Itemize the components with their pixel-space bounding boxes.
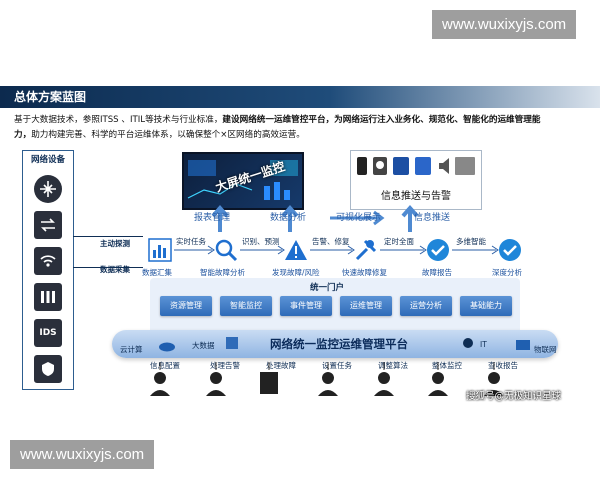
visual-display-label: 可视化展示 [336, 213, 382, 223]
flow-arrows [174, 245, 499, 255]
title-bar [0, 86, 600, 108]
module-base: 基础能力 [460, 296, 512, 316]
iot-icon [516, 340, 530, 350]
edge-realtime: 实时任务 [176, 237, 206, 246]
magnifier-icon [215, 239, 238, 262]
module-analysis: 运营分析 [400, 296, 452, 316]
node-fault-analysis: 智能故障分析 [200, 268, 245, 277]
network-devices-title: 网络设备 [30, 155, 65, 165]
router-icon [34, 175, 62, 203]
bigdata-label: 大数据 [192, 341, 215, 350]
role-algo: 调整算法 [378, 361, 408, 370]
portal-label: 统一门户 [310, 283, 345, 293]
wifi-icon [34, 247, 62, 275]
report-mgmt-label: 报表管理 [194, 213, 231, 223]
iot-label: 物联网 [534, 345, 557, 354]
node-quick-repair: 快速故障修复 [342, 268, 387, 277]
bigdata-icon [226, 337, 238, 349]
role-config: 信息配置 [150, 361, 180, 370]
platform-title: 网络统一监控运维管理平台 [270, 337, 408, 351]
module-ops: 运维管理 [340, 296, 392, 316]
panel-connector [73, 236, 143, 268]
cloud-label: 云计算 [120, 345, 143, 354]
server-rack-icon [34, 283, 62, 311]
cloud-icon [159, 342, 175, 352]
node-find-risk: 发现故障/风险 [272, 268, 320, 277]
top-arrows [211, 204, 419, 232]
edge-multidim: 多维智能 [456, 237, 486, 246]
data-collection-label: 数据采集 [100, 265, 130, 274]
role-report: 查收报告 [488, 361, 518, 370]
watermark-top: www.wuxixyjs.com [432, 10, 577, 39]
network-devices-panel: 网络设备 IDS [22, 150, 74, 390]
ids-text: IDS [39, 328, 57, 338]
active-probe-label: 主动探测 [100, 239, 130, 248]
firewall-icon [34, 355, 62, 383]
edge-alarm: 告警、修复 [312, 237, 350, 246]
edge-identify: 识别、预测 [242, 237, 280, 246]
role-task: 设置任务 [322, 361, 352, 370]
intro-p3-bold: 力， [14, 130, 32, 140]
module-event: 事件管理 [280, 296, 332, 316]
intro-p2-bold: 为网络运行注入业务化、规范化、智能化的运维管理能 [334, 115, 541, 125]
role-alarm: 处理告警 [210, 361, 240, 370]
platform-bar [112, 330, 558, 358]
data-analysis-label: 数据分析 [270, 213, 307, 223]
watermark-bottom: www.wuxixyjs.com [10, 440, 155, 469]
module-monitor: 智能监控 [220, 296, 272, 316]
tools-icon [355, 239, 377, 261]
role-fault: 处理故障 [266, 361, 296, 370]
edge-scheduled: 定时全面 [384, 237, 414, 246]
it-label: IT [480, 340, 487, 349]
check-icon [427, 239, 449, 261]
node-data-collect: 数据汇集 [142, 268, 172, 277]
big-screen: 大屏统一监控 [182, 152, 304, 210]
node-deep-analysis: 深度分析 [492, 268, 522, 277]
role-monitor: 整体监控 [432, 361, 462, 370]
it-icon [463, 338, 473, 348]
bar-chart-icon [148, 238, 172, 262]
info-push-label: 信息推送与告警 [381, 191, 451, 202]
check-icon-2 [499, 239, 521, 261]
ids-icon: IDS [34, 319, 62, 347]
intro-p1-bold: 建设网络统一运维管控平台， [222, 115, 335, 125]
device-icons [357, 157, 475, 175]
page-title: 总体方案蓝图 [14, 90, 87, 104]
switch-icon [34, 211, 62, 239]
info-push-box: 信息推送与告警 [350, 150, 482, 210]
intro-p3: 助力构建完善、科学的平台运维体系，以确保整个×区网络的高效运营。 [31, 130, 305, 140]
warning-icon [285, 240, 307, 260]
module-resource: 资源管理 [160, 296, 212, 316]
node-fault-report: 故障报告 [422, 268, 452, 277]
intro-p1: 基于大数据技术，参照ITSS 、ITIL等技术与行业标准， [14, 115, 223, 125]
role-icons [150, 362, 504, 396]
intro-text: 基于大数据技术，参照ITSS 、ITIL等技术与行业标准，建设网络统一运维管控平… [14, 113, 586, 143]
info-push-link-label: 信息推送 [414, 213, 451, 223]
credit-watermark: 搜狐号@无极知识星球 [466, 391, 562, 402]
